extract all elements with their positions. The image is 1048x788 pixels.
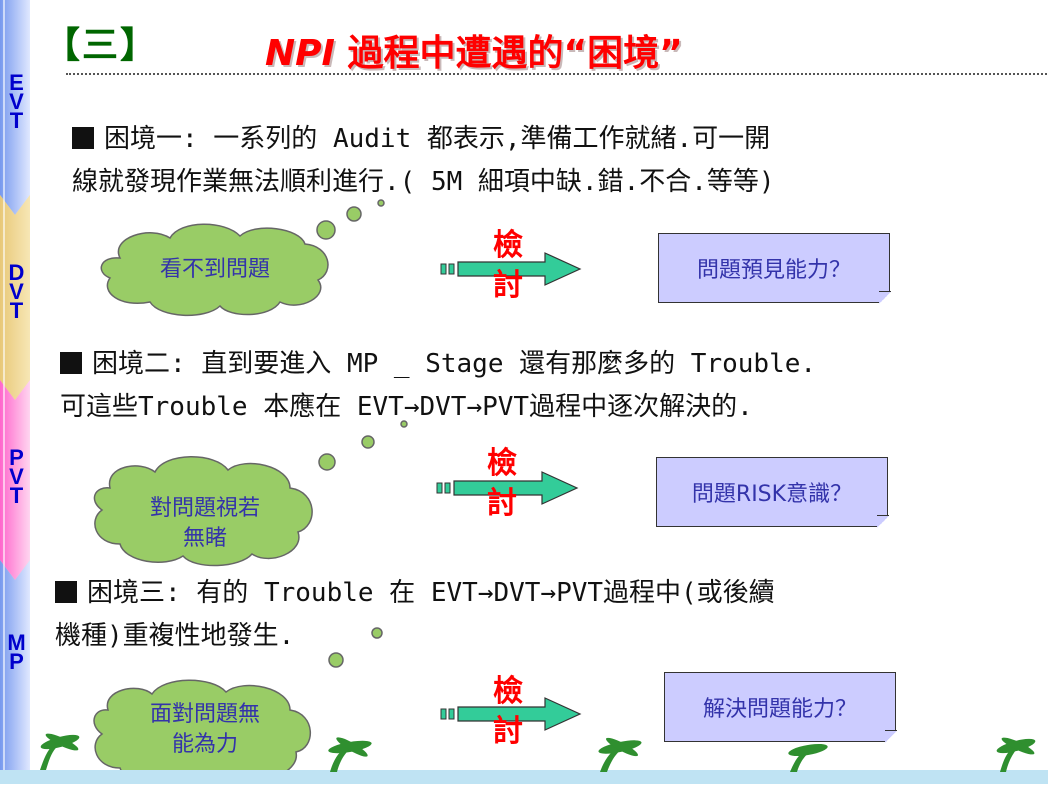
stage-label-evt: EVT [4, 70, 29, 127]
review-label-1: 檢 討 [488, 226, 528, 306]
arrow-1-shape [440, 252, 582, 286]
dilemma-1: 困境一: 一系列的 Audit 都表示,準備工作就緒.可一開 線就發現作業無法順… [72, 118, 775, 204]
review-label-2-char-2: 討 [487, 486, 517, 521]
review-label-2-char-1: 檢 [487, 446, 517, 481]
title-acronym: NPI [265, 33, 335, 74]
review-label-3: 檢 討 [488, 672, 528, 752]
thought-dot-3a [371, 627, 383, 639]
dilemma-3-line-1: 困境三: 有的 Trouble 在 EVT→DVT→PVT過程中(或後續 [55, 572, 775, 615]
thought-dot-2b [361, 435, 375, 449]
palm-decoration [0, 733, 1048, 784]
review-label-3-char-2: 討 [493, 714, 523, 749]
review-label-1-char-2: 討 [493, 268, 523, 303]
thought-dot-3b [328, 652, 344, 668]
cloud-2-line-2: 無睹 [182, 526, 227, 551]
stage-label-pvt: PVT [4, 445, 29, 502]
dilemma-3-line-2: 機種)重複性地發生. [55, 621, 295, 651]
thought-dot-2c [318, 453, 336, 471]
capability-box-1: 問題預見能力？ [658, 233, 891, 304]
review-label-1-char-1: 檢 [493, 228, 523, 263]
cloud-3-line-2: 能為力 [171, 732, 238, 757]
thought-dot-1c [316, 220, 336, 240]
dilemma-2: 困境二: 直到要進入 MP _ Stage 還有那麼多的 Trouble. 可這… [60, 343, 816, 429]
cloud-1-shape [100, 223, 329, 316]
capability-box-3-text: 解決問題能力？ [702, 697, 857, 722]
capability-box-1-text: 問題預見能力？ [696, 258, 851, 283]
stage-sidebar: EVT DVT PVT MP [0, 0, 30, 784]
arrow-3-shape [440, 697, 582, 731]
thought-dot-2a [400, 420, 408, 428]
cloud-2-shape [93, 456, 313, 567]
dilemma-2-line-2: 可這些Trouble 本應在 EVT→DVT→PVT過程中逐次解決的. [60, 392, 753, 422]
arrow-2-shape [436, 471, 579, 505]
bullet-square-icon [72, 127, 94, 149]
dilemma-3: 困境三: 有的 Trouble 在 EVT→DVT→PVT過程中(或後續 機種)… [55, 572, 775, 658]
dilemma-2-text-1: 困境二: 直到要進入 MP _ Stage 還有那麼多的 Trouble. [92, 349, 817, 379]
cloud-3-text: 面對問題無 能為力 [125, 700, 285, 760]
cloud-1-text: 看不到問題 [159, 257, 270, 282]
review-label-3-char-1: 檢 [493, 674, 523, 709]
title-divider [66, 73, 1048, 79]
capability-box-2: 問題RISK意識？ [656, 457, 889, 528]
dilemma-1-line-2: 線就發現作業無法順利進行.( 5M 細項中缺.錯.不合.等等) [72, 167, 775, 197]
bullet-square-icon [55, 581, 77, 603]
thought-dot-1b [346, 206, 362, 222]
capability-box-2-text: 問題RISK意識？ [691, 482, 853, 507]
stage-label-dvt: DVT [4, 260, 29, 317]
review-label-2: 檢 討 [482, 444, 522, 524]
cloud-3-shape [93, 679, 312, 784]
dilemma-1-text-1: 困境一: 一系列的 Audit 都表示,準備工作就緒.可一開 [104, 124, 771, 154]
stage-sidebar-graphic [0, 0, 30, 784]
dilemma-1-line-1: 困境一: 一系列的 Audit 都表示,準備工作就緒.可一開 [72, 118, 775, 161]
stage-label-mp: MP [4, 630, 29, 668]
capability-box-3: 解決問題能力？ [664, 672, 897, 743]
page-title: NPI 過程中遭遇的“困境” [265, 24, 683, 76]
section-number: 【三】 [44, 25, 159, 66]
cloud-2-line-1: 對問題視若 [149, 496, 260, 521]
dilemma-3-text-1: 困境三: 有的 Trouble 在 EVT→DVT→PVT過程中(或後續 [87, 578, 775, 608]
cloud-3-line-1: 面對問題無 [149, 702, 260, 727]
title-text: 過程中遭遇的“困境” [347, 33, 683, 74]
thought-dot-1a [377, 199, 385, 207]
cloud-2-text: 對問題視若 無睹 [125, 494, 285, 554]
bullet-square-icon [60, 352, 82, 374]
dilemma-2-line-1: 困境二: 直到要進入 MP _ Stage 還有那麼多的 Trouble. [60, 343, 816, 386]
